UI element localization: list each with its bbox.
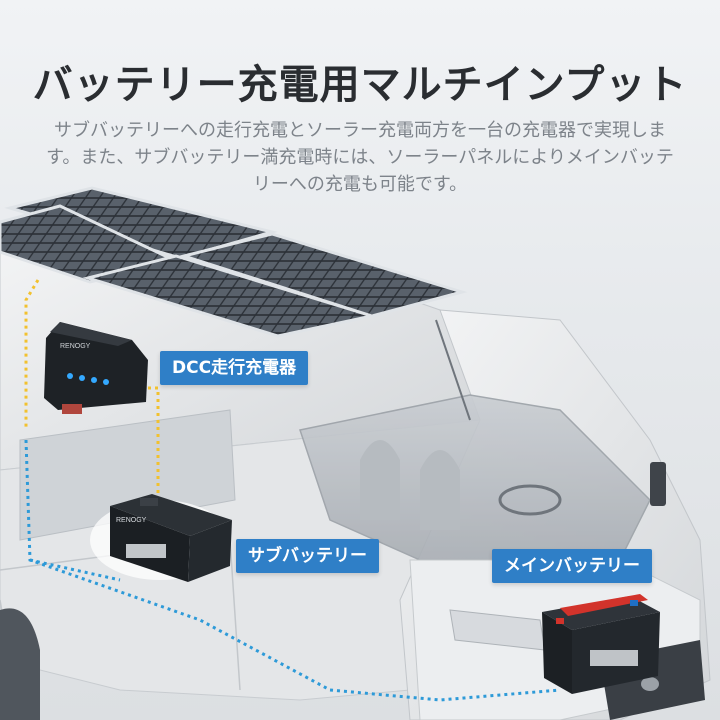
- charger-logo: RENOGY: [60, 343, 91, 350]
- dcc-charger-device: RENOGY: [44, 322, 148, 414]
- description: サブバッテリーへの走行充電とソーラー充電両方を一台の充電器で実現します。また、サ…: [46, 120, 674, 195]
- charger-to-battery-wire: [148, 386, 160, 500]
- dcc-charger-label: DCC走行充電器: [160, 351, 309, 385]
- sub-battery-label: サブバッテリー: [236, 539, 379, 573]
- main-battery-device: [542, 594, 660, 694]
- main-battery-label: メインバッテリー: [492, 549, 652, 583]
- main-battery-wire: [24, 439, 561, 702]
- side-mirror: [650, 462, 666, 506]
- headline: バッテリー充電用マルチインプット: [32, 62, 688, 108]
- solar-wire: [24, 279, 40, 430]
- solar-panel-array: [0, 186, 468, 338]
- solar-panel-4: [178, 232, 468, 318]
- sub-battery-wire: [29, 558, 121, 582]
- sub-battery-device: RENOGY: [90, 494, 232, 582]
- battery-logo: RENOGY: [116, 517, 147, 524]
- rear-wheel: [0, 608, 40, 720]
- steering-wheel: [498, 484, 562, 516]
